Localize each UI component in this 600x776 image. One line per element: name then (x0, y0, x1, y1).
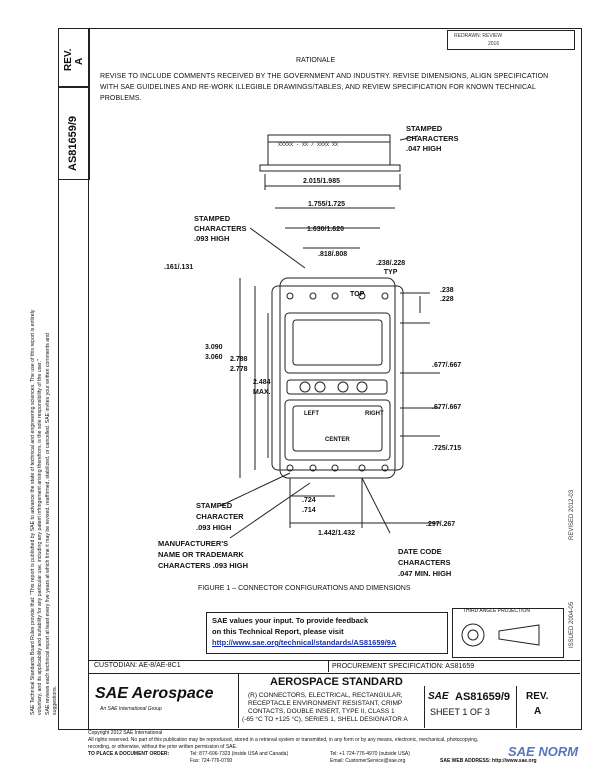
procurement: PROCUREMENT SPECIFICATION: AS81659 (332, 663, 475, 670)
footer-fax: Fax: 724-776-0790 (190, 758, 233, 764)
front-view-shell (279, 277, 396, 479)
dim-1755: 1.755/1.725 (308, 201, 345, 208)
title-block-top-line (88, 660, 580, 661)
rev-label-bottom: REV. (526, 691, 549, 702)
rev-value-bottom: A (534, 706, 542, 717)
label-left: LEFT (304, 411, 319, 417)
redrawn-line2: 2016 (488, 41, 500, 47)
footer-copyright: Copyright 2012 SAE International (88, 730, 163, 736)
standard-title: AEROSPACE STANDARD (270, 676, 403, 688)
dim-725: .725/.715 (432, 445, 462, 452)
footer-order: TO PLACE A DOCUMENT ORDER: (88, 751, 170, 757)
label-manufacturer: MANUFACTURER'S NAME OR TRADEMARK CHARACT… (158, 539, 249, 570)
doc-number-side-box: AS81659/9 (58, 86, 90, 180)
side-notice-line1: SAE Technical Standards Board Rules prov… (30, 309, 36, 715)
brand-divider (238, 673, 239, 728)
dim-238-right: .238 .228 (440, 287, 454, 303)
footer-tel2: Tel: +1 724-776-4970 (outside USA) (330, 751, 410, 757)
dim-724: .724 .714 (302, 497, 316, 514)
rev-label-top: REV. (63, 48, 74, 71)
issued-date: ISSUED 2004-05 (569, 601, 575, 648)
feedback-box: SAE values your input. To provide feedba… (206, 612, 448, 654)
rev-divider (516, 686, 517, 728)
doc-number-side: AS81659/9 (67, 115, 79, 171)
label-center: CENTER (325, 437, 350, 443)
dim-818: .818/.808 (318, 251, 348, 258)
rev-value-top: A (74, 57, 85, 65)
desc-line1: (R) CONNECTORS, ELECTRICAL, RECTANGULAR, (248, 692, 403, 699)
feedback-line1: SAE values your input. To provide feedba… (212, 616, 369, 625)
sae-mark-small: SAE (428, 691, 449, 702)
title-block-mid-line (88, 673, 580, 674)
desc-line3: CONTACTS, DOUBLE INSERT, TYPE II, CLASS … (248, 708, 395, 715)
desc-line2: RECEPTACLE ENVIRONMENT RESISTANT, CRIMP (248, 700, 403, 707)
label-top: TOP (350, 291, 365, 298)
rationale-heading: RATIONALE (296, 57, 336, 64)
label-stamped-top: STAMPED CHARACTERS .047 HIGH (406, 124, 459, 153)
revised-date: REVISED 2012-03 (569, 489, 575, 540)
label-stamped-093: STAMPED CHARACTERS .093 HIGH (194, 214, 247, 243)
footer-tel1: Tel: 877-606-7323 (inside USA and Canada… (190, 751, 289, 757)
projection-box: THIRD ANGLE PROJECTION (452, 608, 564, 658)
side-view-body (267, 134, 391, 166)
brand-name: SAE Aerospace (95, 685, 214, 702)
footer-web[interactable]: SAE WEB ADDRESS: http://www.sae.org (440, 758, 537, 764)
feedback-link[interactable]: http://www.sae.org/technical/standards/A… (212, 638, 397, 647)
watermark: SAE NORM (508, 744, 579, 759)
page-frame (88, 28, 582, 730)
redrawn-line1: REDRAWN: REVIEW (454, 33, 503, 39)
dim-1630: 1.630/1.620 (307, 226, 344, 233)
dim-238-typ: .238/.228 TYP (376, 260, 406, 276)
dim-2484: 2.484 MAX. (253, 379, 271, 396)
brand-logo: SAE Aerospace (95, 685, 214, 703)
dim-1442: 1.442/1.432 (318, 530, 355, 537)
footer-rights2: recording, or otherwise, without the pri… (88, 744, 238, 750)
redrawn-box: REDRAWN: REVIEW 2016 (447, 30, 575, 50)
doc-number: AS81659/9 (455, 691, 511, 703)
custodian-divider (328, 660, 329, 672)
rev-box-top: REV. A (58, 28, 90, 88)
rationale-text: REVISE TO INCLUDE COMMENTS RECEIVED BY T… (100, 73, 549, 102)
dim-677a: .677/.667 (432, 362, 462, 369)
footer-rights: All rights reserved. No part of this pub… (88, 737, 479, 743)
label-stamp-text: XXXXX - XX / XXXX XX (278, 142, 339, 148)
feedback-line2: on this Technical Report, please visit (212, 627, 344, 636)
brand-sub: An SAE International Group (100, 706, 162, 712)
label-stamped-character: STAMPED CHARACTER .093 HIGH (196, 501, 244, 532)
label-right: RIGHT (365, 411, 384, 417)
connector-drawing (219, 134, 440, 539)
dim-161: .161/.131 (164, 264, 194, 271)
number-divider (424, 686, 425, 728)
figure-caption: FIGURE 1 – CONNECTOR CONFIGURATIONS AND … (198, 585, 411, 592)
side-notice-line2: voluntary, and its applicability and sui… (37, 359, 43, 715)
side-notice-line4: suggestions. (52, 685, 58, 715)
side-notice-line3: SAE reviews each technical report at lea… (45, 333, 51, 715)
dim-width-total: 2.015/1.985 (303, 178, 340, 185)
dim-2788: 2.788 2.778 (230, 356, 248, 373)
custodian: CUSTODIAN: AE-8/AE-8C1 (94, 662, 181, 669)
projection-symbol (461, 623, 540, 647)
dim-297: .297/.267 (426, 521, 456, 528)
footer-email: Email: CustomerService@sae.org (330, 758, 406, 764)
dim-677b: .677/.667 (432, 404, 462, 411)
dim-3090: 3.090 3.060 (205, 344, 223, 361)
label-date-code: DATE CODE CHARACTERS .047 MIN. HIGH (398, 547, 452, 578)
sheet-number: SHEET 1 OF 3 (430, 707, 490, 717)
desc-line4: (-65 °C TO +125 °C), SERIES 1, SHELL DES… (242, 716, 408, 723)
projection-label: THIRD ANGLE PROJECTION (463, 608, 530, 614)
